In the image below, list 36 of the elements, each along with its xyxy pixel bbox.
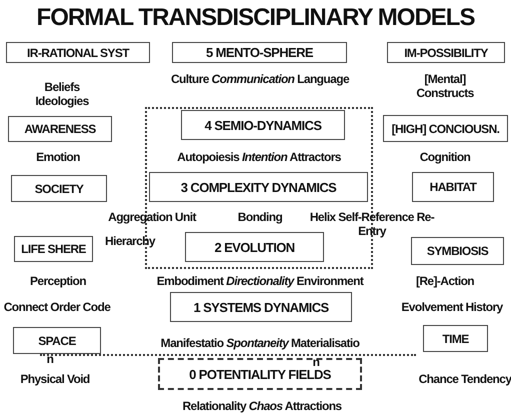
- label: Culture Communication Language: [170, 72, 350, 86]
- title: FORMAL TRANSDISCIPLINARY MODELS: [36, 4, 476, 32]
- model-box: [HIGH] CONCIOUSN.: [383, 115, 508, 142]
- model-box: 2 EVOLUTION: [185, 232, 324, 262]
- model-box: 5 MENTO-SPHERE: [172, 42, 347, 63]
- model-box: AWARENESS: [8, 116, 112, 142]
- label: Bonding: [238, 210, 282, 224]
- label: [Mental] Constructs: [415, 72, 475, 100]
- model-box: HABITAT: [412, 172, 494, 202]
- model-box: SYMBIOSIS: [411, 237, 504, 265]
- label: Beliefs Ideologies: [34, 80, 90, 108]
- model-box: 1 SYSTEMS DYNAMICS: [170, 292, 352, 322]
- label: Relationality Chaos Attractions: [181, 399, 342, 413]
- label: Hierarchy: [105, 234, 155, 248]
- model-box: TIME: [423, 325, 488, 352]
- model-box: IR-RATIONAL SYST: [6, 42, 150, 63]
- model-box: 4 SEMIO-DYNAMICS: [181, 110, 345, 140]
- label: Manifestatio Spontaneity Materialisatio: [160, 336, 360, 350]
- label: Physical Void: [20, 372, 90, 386]
- label: n: [46, 352, 54, 366]
- label: Embodiment Directionality Environment: [156, 274, 365, 288]
- label: Emotion: [36, 150, 80, 164]
- model-box: IM-POSSIBILITY: [387, 42, 505, 63]
- label: n: [312, 355, 320, 369]
- label: Aggregation Unit: [108, 210, 196, 224]
- label: Chance Tendency: [418, 372, 511, 386]
- model-box: SOCIETY: [11, 175, 107, 202]
- model-box: LIFE SHERE: [14, 236, 93, 262]
- label: Cognition: [420, 150, 470, 164]
- label: Perception: [30, 274, 86, 288]
- label: [Re]-Action: [416, 274, 474, 288]
- model-box: SPACE: [13, 327, 101, 354]
- label: Connect Order Code: [4, 300, 110, 314]
- label: Evolvement History: [401, 300, 503, 314]
- model-box: 3 COMPLEXITY DYNAMICS: [149, 172, 368, 202]
- label: Autopoiesis Intention Attractors: [176, 150, 342, 164]
